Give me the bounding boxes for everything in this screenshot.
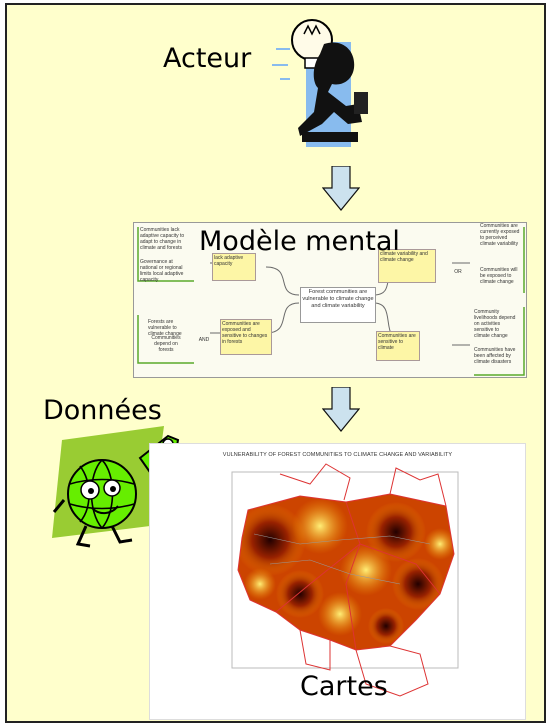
vulnerability-map <box>231 463 459 697</box>
actor-lightbulb-figure <box>272 19 368 147</box>
mental-model-image: Communities lack adaptive capacity to ad… <box>133 222 527 378</box>
vulnerability-map-image: VULNERABILITY OF FOREST COMMUNITIES TO C… <box>149 443 526 720</box>
label-donnees: Données <box>43 395 162 426</box>
down-arrow-icon <box>322 166 360 211</box>
mm-node-11: Community livelihoods depend on activiti… <box>474 309 516 339</box>
mm-node-6: Communities are exposed and sensitive to… <box>220 319 272 355</box>
mm-node-3: lack adaptive capacity <box>212 253 256 281</box>
label-modele-mental: Modèle mental <box>199 226 400 257</box>
label-acteur: Acteur <box>163 43 252 74</box>
mm-node-7: climate variability and climate change <box>378 249 436 283</box>
down-arrow-icon <box>322 387 360 432</box>
map-title: VULNERABILITY OF FOREST COMMUNITIES TO C… <box>222 452 453 458</box>
mm-center-node: Forest communities are vulnerable to cli… <box>300 287 376 323</box>
mm-node-1: Communities lack adaptive capacity to ad… <box>140 227 185 251</box>
mm-node-12: Communities have been affected by climat… <box>474 347 516 365</box>
label-cartes: Cartes <box>300 671 388 702</box>
mm-node-8: Communities are currently exposed to per… <box>480 223 520 247</box>
mm-node-4: Forests are vulnerable to climate change <box>148 319 182 337</box>
mm-node-9: Communities will be exposed to climate c… <box>480 267 518 285</box>
mm-node-2: Governance at national or regional limit… <box>140 259 184 283</box>
mm-and-label: AND <box>198 337 210 343</box>
mm-node-10: Communities are sensitive to climate <box>376 331 420 361</box>
mm-node-5: Communities depend on forests <box>151 335 181 353</box>
mm-or-label: OR <box>454 269 462 275</box>
